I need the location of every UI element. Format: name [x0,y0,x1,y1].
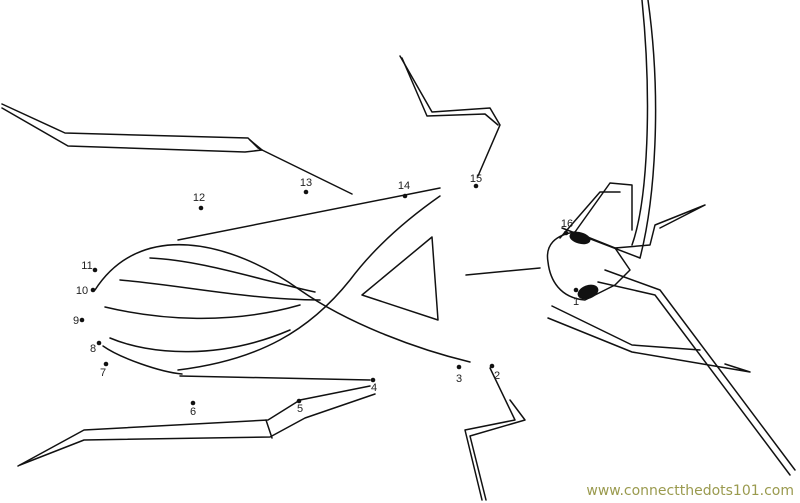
dot-label-2: 2 [494,370,500,382]
wing-body [177,187,441,241]
dot-label-8: 8 [90,343,96,355]
head [546,231,631,301]
dot-label-11: 11 [81,260,92,272]
dot-3 [456,364,462,370]
dot-label-4: 4 [371,382,377,394]
dot-label-12: 12 [193,192,205,204]
dot-5 [296,398,302,404]
antenna-lower [604,269,796,471]
leg-front [547,317,751,373]
dot-13 [303,189,309,195]
dot-8 [96,340,102,346]
eye-lower [577,284,599,300]
dot-9 [79,317,85,323]
leg-lower-left [17,385,371,467]
dot-label-7: 7 [100,367,106,379]
eye-upper [569,231,591,245]
dot-10 [90,287,96,293]
dot-11 [92,267,98,273]
dot-label-10: 10 [76,285,88,297]
dot-14 [402,193,408,199]
dot-2 [489,363,495,369]
dot-15 [473,183,479,189]
dot-1 [573,287,579,293]
antenna-upper [639,0,657,259]
dot-6 [190,400,196,406]
pronotum-triangle [361,236,439,321]
dot-4 [370,377,376,383]
site-watermark: www.connectthedots101.com [586,483,794,499]
dot-label-1: 1 [573,296,579,308]
dot-label-14: 14 [398,180,410,192]
leg-upper-left [1,103,353,195]
dot-16 [563,230,569,236]
dot-12 [198,205,204,211]
dot-7 [103,361,109,367]
dot-label-15: 15 [470,173,482,185]
dot-label-13: 13 [300,177,312,189]
dot-label-3: 3 [456,373,462,385]
leg-upper-middle [399,55,501,177]
leg-lower-middle [464,367,516,501]
dot-label-16: 16 [561,218,573,230]
dot-label-9: 9 [73,315,79,327]
dot-label-5: 5 [297,403,303,415]
dot-label-6: 6 [190,406,196,418]
